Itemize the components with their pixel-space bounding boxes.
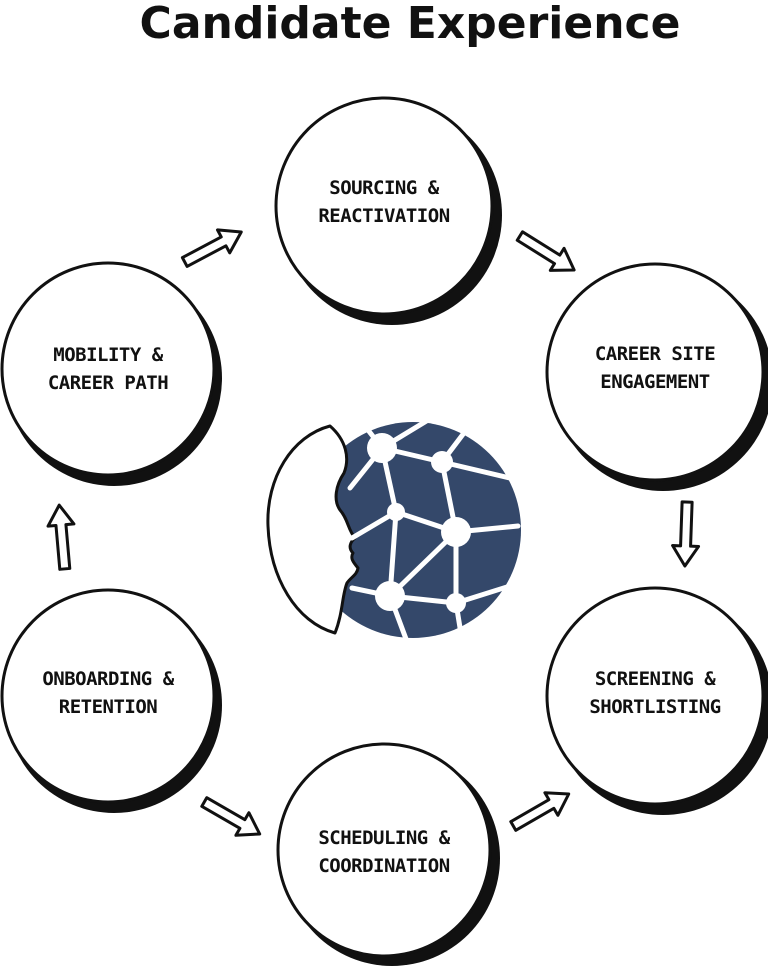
stage-career-site-label-1: CAREER SITE	[595, 343, 715, 365]
flow-arrow-screening-to-scheduling	[509, 791, 571, 832]
stage-scheduling-label-1: SCHEDULING &	[318, 827, 450, 849]
stage-scheduling: SCHEDULING & COORDINATION	[276, 742, 500, 966]
flow-arrow-mobility-to-sourcing	[180, 228, 243, 268]
stage-sourcing: SOURCING & REACTIVATION	[274, 96, 502, 325]
stage-career-site: CAREER SITE ENGAGEMENT	[545, 262, 768, 491]
page-title: Candidate Experience	[140, 0, 681, 49]
stage-sourcing-label-1: SOURCING &	[329, 177, 439, 199]
stage-mobility: MOBILITY & CAREER PATH	[0, 261, 222, 486]
stage-scheduling-label-2: COORDINATION	[318, 855, 449, 877]
stage-mobility-label-1: MOBILITY &	[53, 344, 163, 366]
stage-mobility-label-2: CAREER PATH	[48, 372, 168, 394]
stage-onboarding: ONBOARDING & RETENTION	[0, 588, 222, 813]
flow-arrow-sourcing-to-career-site	[515, 230, 576, 272]
flow-arrow-onboarding-to-mobility	[46, 503, 76, 571]
ai-network-head-icon	[266, 409, 521, 658]
stage-sourcing-label-2: REACTIVATION	[318, 205, 449, 227]
stage-screening-label-1: SCREENING &	[595, 668, 716, 690]
stage-career-site-label-2: ENGAGEMENT	[600, 371, 709, 393]
stage-screening: SCREENING & SHORTLISTING	[545, 586, 768, 815]
flow-arrow-onboarding-to-scheduling	[200, 796, 262, 837]
stage-onboarding-label-1: ONBOARDING &	[42, 668, 174, 690]
flow-arrow-career-site-to-screening	[671, 500, 701, 568]
stage-onboarding-label-2: RETENTION	[59, 696, 158, 718]
stage-screening-label-2: SHORTLISTING	[589, 696, 720, 718]
